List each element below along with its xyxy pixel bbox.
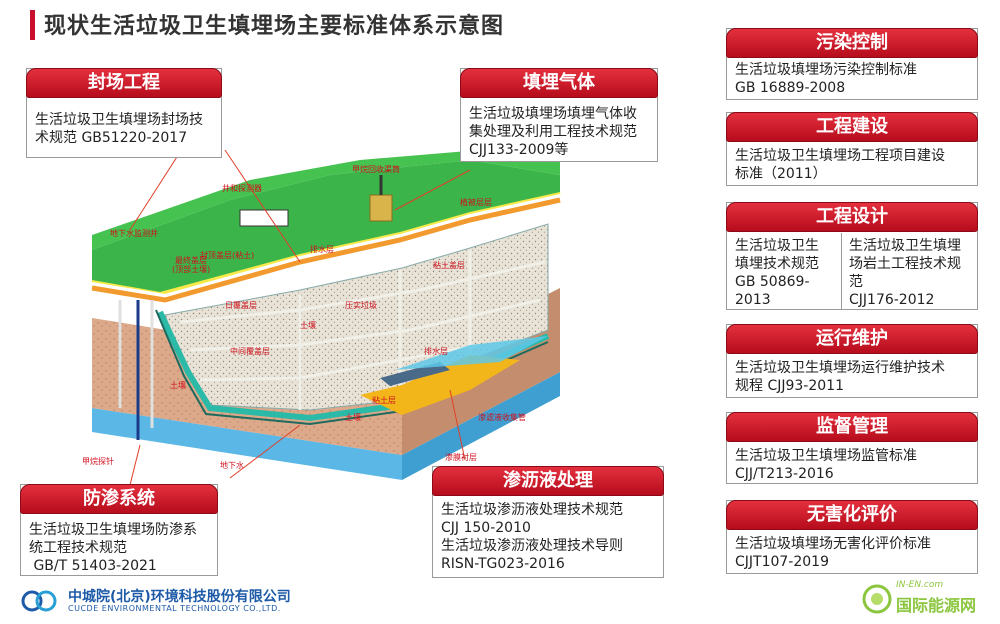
lbl-soil-3: 土壤 [345, 412, 361, 422]
card-gcsj-left-1: 生活垃圾卫生 [735, 238, 819, 254]
card-shenliye-line-2: CJJ 150-2010 [441, 520, 531, 536]
company-logo-icon [21, 590, 57, 612]
card-gcjs: 工程建设 生活垃圾卫生填埋场工程项目建设 标准（2011） [726, 112, 978, 186]
card-qiti-line-3: CJJ133-2009等 [469, 142, 569, 158]
lbl-gas-well: 甲烷回收渠筒 [352, 164, 400, 174]
card-yxwh-title: 运行维护 [726, 324, 978, 354]
leachate-pond [395, 336, 548, 370]
lbl-daily-cover: 日覆盖层 [225, 300, 257, 310]
company-name-en: CUCDE ENVIRONMENTAL TECHNOLOGY CO.,LTD. [68, 604, 281, 613]
grass-top [92, 160, 560, 292]
lbl-drain-2: 排水层 [424, 346, 448, 356]
card-shenliye-title: 渗沥液处理 [432, 466, 664, 496]
card-jdgl-line-1: 生活垃圾卫生填埋场监管标准 [735, 448, 917, 464]
lbl-final-cover: 最终盖层 [175, 255, 207, 265]
title-accent-bar [30, 10, 35, 40]
card-fangshen-title: 防渗系统 [20, 484, 218, 514]
card-qiti-line-1: 生活垃圾填埋场填埋气体收 [469, 106, 637, 122]
monitor-panel [239, 209, 289, 227]
watermark: IN-EN.com 国际能源网 [860, 576, 990, 620]
lbl-drain: 排水层 [310, 244, 334, 254]
card-gcsj: 工程设计 生活垃圾卫生 填埋技术规范 GB 50869- 2013 生活垃圾卫生… [726, 202, 978, 310]
lbl-gw-well: 地下水监测井 [110, 228, 158, 238]
card-gcsj-left-3: GB 50869- [735, 274, 810, 290]
card-gcsj-right-1: 生活垃圾卫生填埋 [849, 238, 961, 254]
leachate-pipe [380, 362, 450, 386]
lbl-hdpe: 渗膜衬层 [445, 452, 477, 462]
lbl-monitor-well: 井和探测器 [222, 183, 262, 193]
card-jdgl: 监督管理 生活垃圾卫生填埋场监管标准 CJJ/T213-2016 [726, 412, 978, 484]
lbl-top-layer: (顶部土壤) [172, 264, 210, 274]
lbl-groundwater: 地下水 [220, 460, 244, 470]
cover-orange [91, 197, 561, 303]
card-wuran-line-1: 生活垃圾填埋场污染控制标准 [735, 62, 917, 78]
gas-well-box [369, 194, 393, 222]
card-fengchang: 封场工程 生活垃圾卫生填埋场封场技 术规范 GB51220-2017 [26, 68, 222, 158]
lbl-veg-layer: 植被层层 [460, 197, 492, 207]
card-jdgl-title: 监督管理 [726, 412, 978, 442]
card-yxwh-line-2: 规程 CJJ93-2011 [735, 378, 844, 394]
watermark-name: 国际能源网 [896, 596, 977, 615]
card-wuran: 污染控制 生活垃圾填埋场污染控制标准 GB 16889-2008 [726, 28, 978, 100]
card-shenliye-line-4: RISN-TG023-2016 [441, 556, 565, 572]
card-whh-title: 无害化评价 [726, 500, 978, 530]
lbl-clay-top: 封顶盖层(粘土) [200, 250, 254, 260]
card-fengchang-title: 封场工程 [26, 68, 222, 98]
watermark-url: IN-EN.com [896, 580, 944, 590]
card-gcjs-line-2: 标准（2011） [735, 166, 827, 182]
card-wuran-line-2: GB 16889-2008 [735, 80, 846, 96]
card-fengchang-line-2: 术规范 GB51220-2017 [35, 130, 188, 146]
lbl-clay-liner: 粘土层 [372, 395, 396, 405]
lbl-clay-cover: 粘土盖层 [433, 260, 465, 270]
lbl-leach-pipe: 渗滤液收集管 [478, 412, 526, 422]
card-gcsj-right-2: 场岩土工程技术规 [849, 256, 961, 272]
card-gcsj-left-2: 填埋技术规范 [735, 256, 819, 272]
lbl-soil-2: 土壤 [170, 380, 186, 390]
groundwater-side [402, 372, 560, 480]
clay-liner [360, 355, 520, 415]
card-jdgl-line-2: CJJ/T213-2016 [735, 466, 834, 482]
card-gcsj-right-4: CJJ176-2012 [849, 292, 935, 308]
lbl-mid-cover: 中间覆盖层 [230, 346, 270, 356]
card-yxwh-line-1: 生活垃圾卫生填埋场运行维护技术 [735, 360, 945, 376]
lbl-waste-layer: 压实垃圾 [345, 300, 377, 310]
groundwater-front [92, 408, 402, 480]
card-fangshen: 防渗系统 生活垃圾卫生填埋场防渗系 统工程技术规范 GB/T 51403-202… [20, 484, 218, 576]
card-gcsj-right-3: 范 [849, 274, 863, 290]
card-gcsj-left-4: 2013 [735, 292, 771, 308]
lbl-methane-probe: 甲烷探针 [82, 456, 114, 466]
card-whh-line-1: 生活垃圾填埋场无害化评价标准 [735, 536, 931, 552]
card-qiti-title: 填埋气体 [460, 68, 658, 98]
card-shenliye-line-3: 生活垃圾渗沥液处理技术导则 [441, 538, 623, 554]
card-gcjs-title: 工程建设 [726, 112, 978, 142]
company-name-cn: 中城院(北京)环境科技股份有限公司 [68, 589, 291, 605]
lbl-soil-1: 土壤 [300, 320, 316, 330]
watermark-icon [862, 584, 892, 614]
card-yxwh: 运行维护 生活垃圾卫生填埋场运行维护技术 规程 CJJ93-2011 [726, 324, 978, 398]
card-shenliye: 渗沥液处理 生活垃圾渗沥液处理技术规范 CJJ 150-2010 生活垃圾渗沥液… [432, 466, 664, 578]
card-qiti-line-2: 集处理及利用工程技术规范 [469, 124, 637, 140]
card-qiti: 填埋气体 生活垃圾填埋场填埋气体收 集处理及利用工程技术规范 CJJ133-20… [460, 68, 658, 162]
card-wuran-title: 污染控制 [726, 28, 978, 58]
card-gcsj-title: 工程设计 [726, 202, 978, 232]
card-fangshen-line-2: 统工程技术规范 [29, 540, 127, 556]
card-fengchang-line-1: 生活垃圾卫生填埋场封场技 [35, 112, 203, 128]
card-whh-line-2: CJJT107-2019 [735, 554, 829, 570]
card-gcjs-line-1: 生活垃圾卫生填埋场工程项目建设 [735, 148, 945, 164]
card-whh: 无害化评价 生活垃圾填埋场无害化评价标准 CJJT107-2019 [726, 500, 978, 574]
page-title: 现状生活垃圾卫生填埋场主要标准体系示意图 [44, 14, 505, 39]
company-logo: 中城院(北京)环境科技股份有限公司 CUCDE ENVIRONMENTAL TE… [20, 586, 291, 620]
card-fangshen-line-3: GB/T 51403-2021 [29, 558, 157, 574]
card-fangshen-line-1: 生活垃圾卫生填埋场防渗系 [29, 522, 197, 538]
card-shenliye-line-1: 生活垃圾渗沥液处理技术规范 [441, 502, 623, 518]
